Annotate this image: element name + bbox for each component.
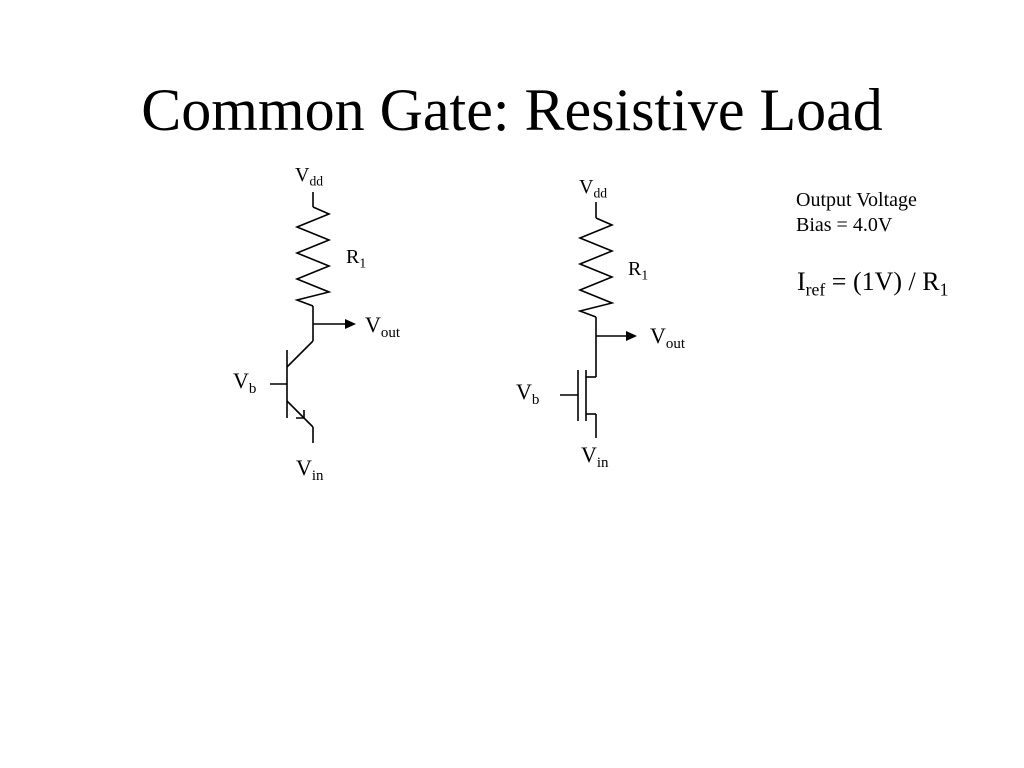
bjt-emitter-arrow — [296, 410, 305, 419]
bjt-resistor-r1 — [294, 206, 332, 307]
mos-resistor-r1 — [577, 217, 615, 318]
note-line-output-voltage: Output Voltage — [796, 189, 917, 211]
mos-r1-label: R1 — [628, 258, 649, 283]
slide-title: Common Gate: Resistive Load — [141, 77, 883, 143]
iref-equation: Iref = (1V) / R1 — [797, 267, 949, 300]
note-line-bias: Bias = 4.0V — [796, 214, 893, 236]
output-bias-note: Output Voltage Bias = 4.0V — [796, 188, 917, 238]
bjt-vin-label: Vin — [296, 455, 324, 484]
bjt-vout-label: Vout — [365, 312, 400, 341]
bjt-circuit — [270, 192, 356, 443]
bjt-emitter-lead — [286, 400, 314, 428]
mos-vout-arrowhead — [626, 331, 637, 341]
mos-circuit — [560, 202, 637, 438]
bjt-vout-arrowhead — [345, 319, 356, 329]
bjt-collector-lead — [286, 340, 314, 368]
bjt-r1-label: R1 — [346, 246, 367, 271]
mos-vb-label: Vb — [516, 379, 540, 408]
bjt-vdd-label: Vdd — [295, 164, 324, 189]
mos-vout-label: Vout — [650, 323, 685, 352]
bjt-vb-label: Vb — [233, 368, 257, 397]
mos-vin-label: Vin — [581, 442, 609, 471]
mos-vdd-label: Vdd — [579, 176, 608, 201]
